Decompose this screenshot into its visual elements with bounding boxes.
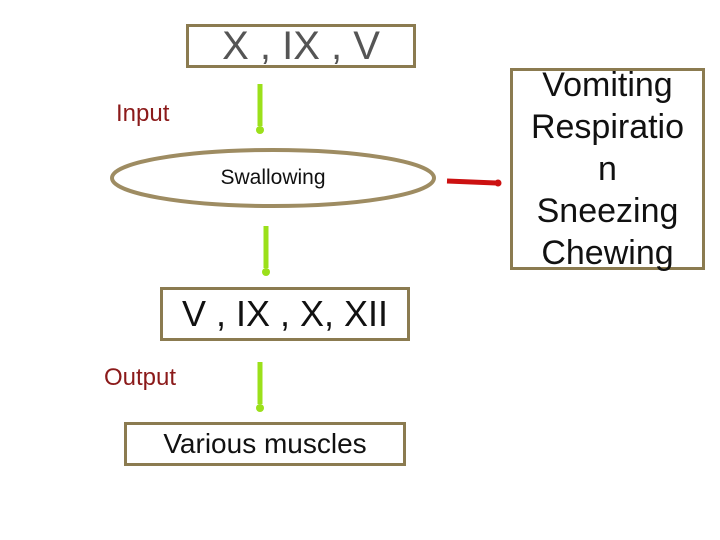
effect-item: n [598, 150, 617, 188]
middle-nerves-text: V , IX , X, XII [181, 293, 389, 334]
muscles-box: Various muscles [124, 422, 406, 466]
effects-list: Vomiting Respiratio n Sneezing Chewing [510, 64, 705, 274]
input-label: Input [116, 100, 170, 127]
middle-nerves-box: V , IX , X, XII [160, 287, 410, 341]
effects-panel [510, 68, 705, 270]
top-nerves-text: X , IX , V [222, 23, 380, 68]
top-nerves-box: X , IX , V [186, 24, 416, 68]
arrow-top-to-ellipse [256, 84, 264, 134]
effect-item: Vomiting [542, 66, 673, 104]
effect-item: Sneezing [536, 192, 679, 230]
output-label: Output [104, 364, 177, 391]
effect-item: Chewing [541, 234, 674, 272]
swallowing-ellipse [110, 148, 436, 208]
muscles-text: Various muscles [163, 428, 367, 459]
swallowing-label: Swallowing [220, 166, 326, 189]
arrow-ellipse-to-middle [262, 226, 270, 276]
arrow-ellipse-to-effects [446, 178, 502, 187]
arrow-middle-to-bottom [256, 362, 264, 412]
effect-item: Respiratio [530, 108, 685, 146]
